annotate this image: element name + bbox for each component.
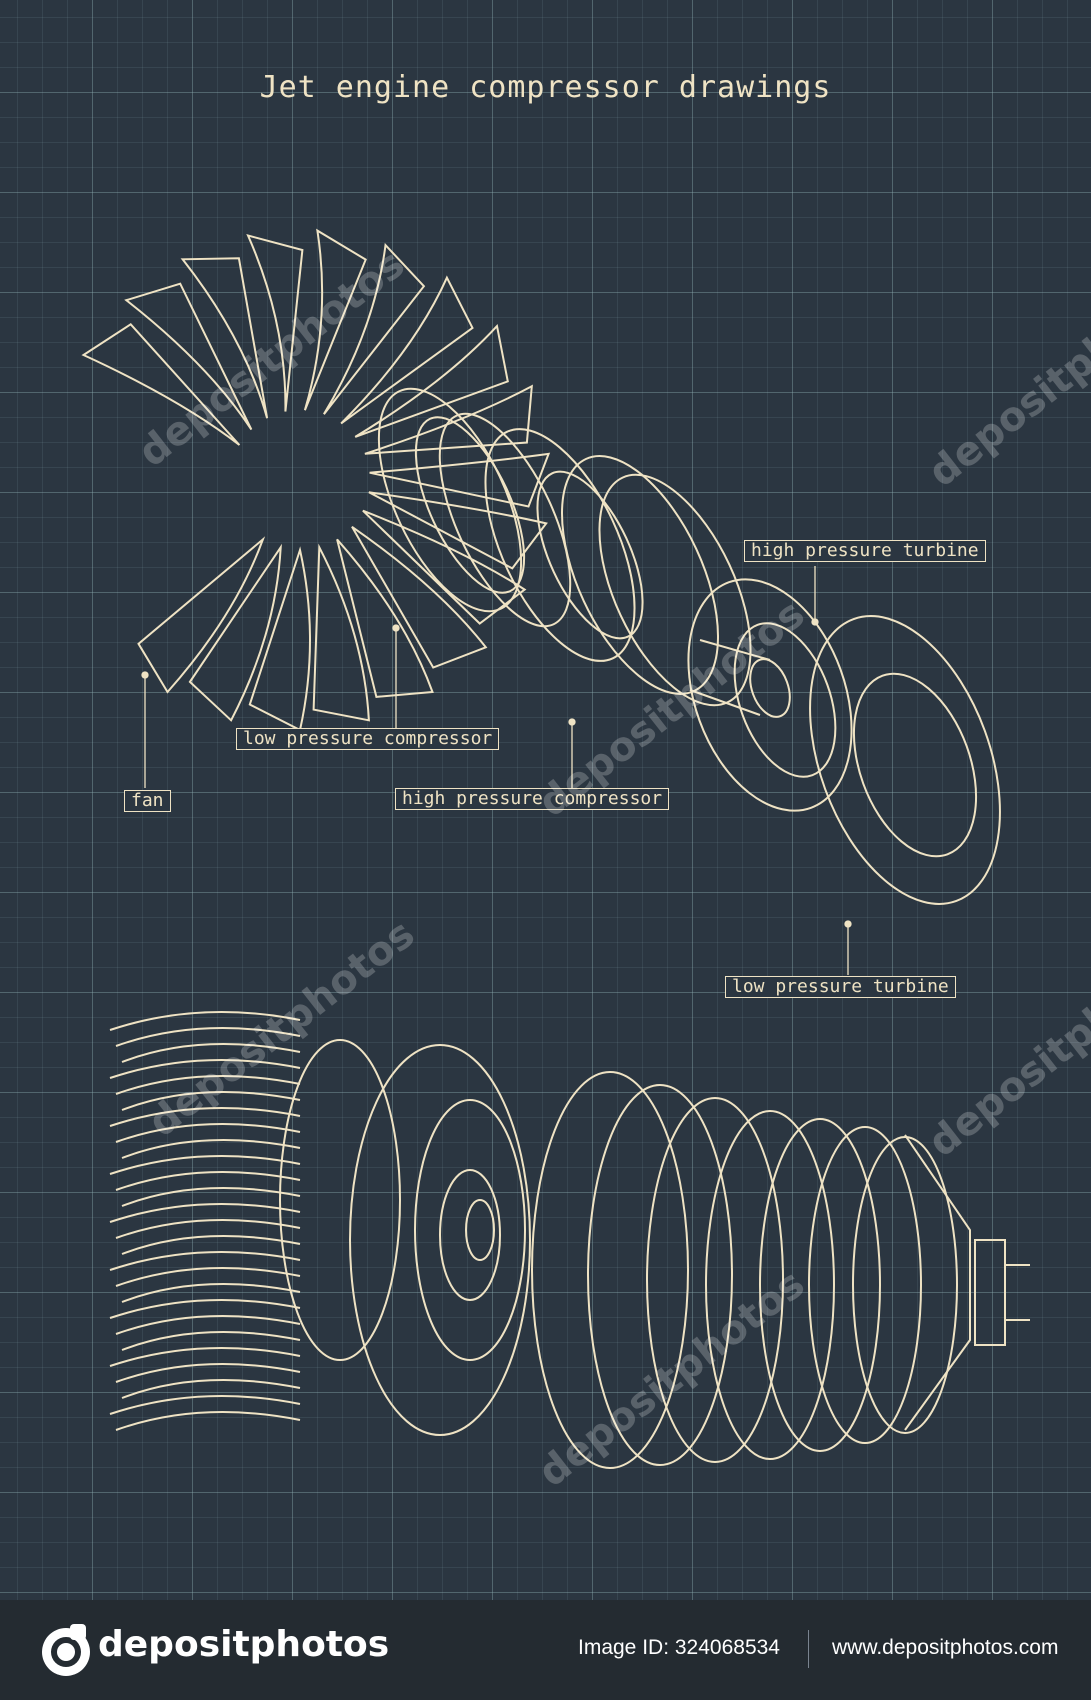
fan-blade [369, 452, 551, 508]
compressor-blade [121, 1043, 301, 1063]
exploded-engine-drawing [81, 228, 1030, 1469]
label-high-pressure-turbine: high pressure turbine [744, 540, 986, 562]
compressor-blade [115, 1027, 301, 1047]
fan-blade [180, 257, 269, 419]
compressor-blade [109, 1011, 301, 1031]
compressor-blade [109, 1299, 301, 1319]
blueprint-canvas: Jet engine compressor drawings [0, 0, 1091, 1600]
low-pressure-compressor-part [377, 387, 572, 628]
compressor-blade [121, 1187, 301, 1207]
fan-blade [246, 233, 304, 412]
compressor-blade [121, 1091, 301, 1111]
image-id: Image ID: 324068534 [578, 1636, 780, 1659]
compressor-blade [115, 1123, 301, 1143]
compressor-blade [121, 1139, 301, 1159]
fan-blade [336, 538, 434, 698]
compressor-blade [109, 1203, 301, 1223]
compressor-blade [115, 1363, 301, 1383]
label-low-pressure-turbine: low pressure turbine [725, 976, 956, 998]
label-fan: fan [124, 790, 171, 812]
fan-blade [312, 543, 370, 722]
fan-blade [248, 546, 311, 732]
compressor-blade [109, 1251, 301, 1271]
compressor-blade [121, 1379, 301, 1399]
compressor-blade [115, 1267, 301, 1287]
fan-blade [323, 242, 426, 415]
fan-blade [362, 509, 527, 625]
fan-blade [303, 228, 367, 411]
assembled-rotor-drawing [109, 1011, 1030, 1469]
compressor-blade [115, 1315, 301, 1335]
label-high-pressure-compressor: high pressure compressor [395, 788, 670, 810]
high-pressure-turbine-part [687, 578, 853, 812]
leader-lines [141, 566, 852, 975]
compressor-blade [115, 1075, 301, 1095]
compressor-blade [109, 1347, 301, 1367]
compressor-blade [121, 1235, 301, 1255]
label-low-pressure-compressor: low pressure compressor [236, 728, 500, 750]
compressor-blade [121, 1283, 301, 1303]
compressor-blade [115, 1411, 301, 1431]
fan-blade [351, 525, 488, 669]
footer-divider [808, 1630, 809, 1668]
footer-bar: depositphotos Image ID: 324068534 www.de… [0, 1600, 1091, 1700]
page-title: Jet engine compressor drawings [259, 70, 832, 105]
compressor-blade [109, 1395, 301, 1415]
fan-blade [340, 275, 474, 425]
shaft-part [689, 639, 791, 718]
site-link[interactable]: www.depositphotos.com [832, 1636, 1059, 1659]
fan-blade [364, 384, 533, 455]
compressor-blade [115, 1219, 301, 1239]
compressor-blade [109, 1059, 301, 1079]
compressor-blade [121, 1331, 301, 1351]
fan-blade [368, 491, 548, 570]
fan-blade [188, 543, 282, 722]
compressor-blade [115, 1171, 301, 1191]
depositphotos-logo-icon [42, 1624, 90, 1676]
compressor-blade [109, 1155, 301, 1175]
low-pressure-turbine-part [809, 615, 1001, 905]
fan-blade [137, 536, 266, 694]
fan-blade [124, 282, 253, 431]
logo-text[interactable]: depositphotos [98, 1624, 390, 1665]
fan-blade [81, 322, 241, 446]
compressor-blade [109, 1107, 301, 1127]
